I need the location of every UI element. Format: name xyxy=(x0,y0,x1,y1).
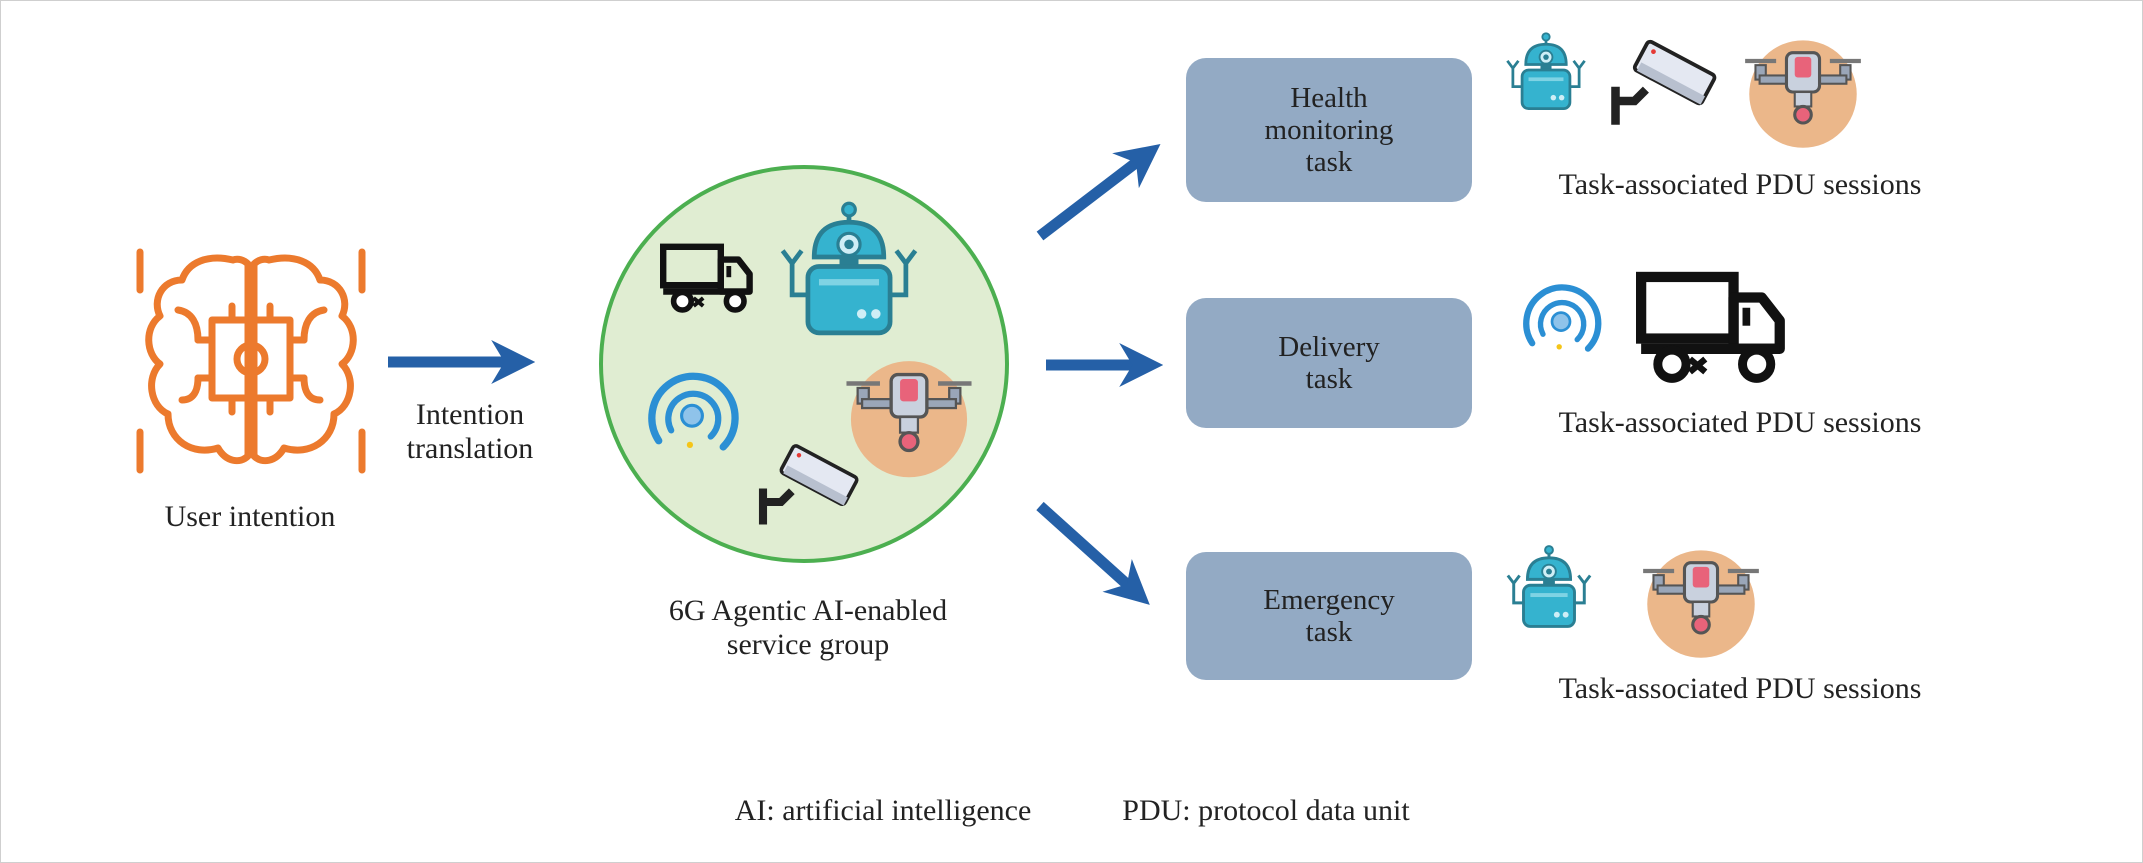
user-intention-label: User intention xyxy=(164,500,336,533)
task-emergency-line-2: task xyxy=(1305,616,1353,648)
emergency-sessions-label: Task-associated PDU sessions xyxy=(1558,672,1922,705)
brain-chip-icon xyxy=(136,248,366,474)
group-line-2: service group xyxy=(726,628,890,661)
task-delivery: Delivery task xyxy=(1186,298,1472,428)
footer-pdu-abbreviation: PDU: protocol data unit xyxy=(1122,794,1410,827)
arrow-to-health xyxy=(1036,143,1161,241)
robot-vacuum-icon xyxy=(1516,282,1606,372)
drone-icon xyxy=(1630,540,1772,664)
robot-icon xyxy=(1500,544,1598,652)
task-health-monitoring: Health monitoring task xyxy=(1186,58,1472,202)
task-delivery-line-2: task xyxy=(1305,363,1353,395)
footer-ai-abbreviation: AI: artificial intelligence xyxy=(734,794,1032,827)
truck-icon xyxy=(1636,268,1790,386)
task-health-line-3: task xyxy=(1305,146,1353,178)
delivery-sessions-label: Task-associated PDU sessions xyxy=(1558,406,1922,439)
task-health-line-1: Health xyxy=(1290,82,1368,114)
translation-line: translation xyxy=(406,432,534,465)
arrow-to-emergency xyxy=(1036,501,1150,605)
drone-icon xyxy=(1732,30,1874,154)
intention-line: Intention xyxy=(415,398,525,431)
group-line-1: 6G Agentic AI-enabled xyxy=(668,594,948,627)
camera-icon xyxy=(1606,34,1720,130)
intention-translation-label: Intention translation xyxy=(380,398,560,466)
arrow-to-group xyxy=(388,340,536,384)
task-delivery-line-1: Delivery xyxy=(1278,331,1380,363)
task-emergency: Emergency task xyxy=(1186,552,1472,680)
task-health-line-2: monitoring xyxy=(1264,114,1394,146)
task-emergency-line-1: Emergency xyxy=(1263,584,1395,616)
health-sessions-label: Task-associated PDU sessions xyxy=(1558,168,1922,201)
service-group-label: 6G Agentic AI-enabled service group xyxy=(620,594,996,662)
robot-icon xyxy=(1500,30,1592,134)
